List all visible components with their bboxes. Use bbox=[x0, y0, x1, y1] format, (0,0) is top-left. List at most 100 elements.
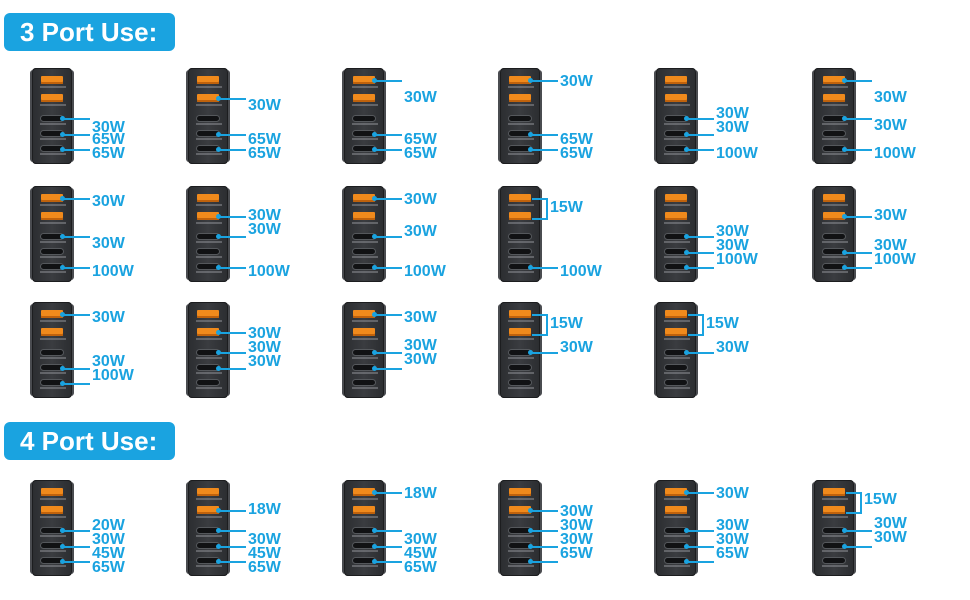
wattage-label: 15W bbox=[550, 315, 583, 332]
wattage-label: 65W bbox=[92, 559, 125, 576]
port-usb-c2 bbox=[41, 365, 63, 370]
wattage-label: 30W bbox=[716, 485, 749, 502]
connector-line bbox=[62, 267, 90, 269]
wattage-label: 65W bbox=[404, 131, 437, 148]
connector-dot bbox=[684, 559, 689, 564]
port-label-mark bbox=[352, 357, 378, 359]
connector-line bbox=[374, 352, 402, 354]
port-label-mark bbox=[822, 565, 848, 567]
port-label-mark bbox=[40, 372, 66, 374]
port-label-mark bbox=[664, 565, 690, 567]
port-usb-c3 bbox=[353, 234, 375, 239]
port-usb-c2 bbox=[197, 249, 219, 254]
connector-dot bbox=[372, 196, 377, 201]
wattage-label: 65W bbox=[248, 559, 281, 576]
port-usb-c3 bbox=[353, 528, 375, 533]
connector-dot bbox=[372, 312, 377, 317]
connector-dot bbox=[216, 96, 221, 101]
port-label-mark bbox=[196, 222, 222, 224]
port-label-mark bbox=[664, 535, 690, 537]
port-usb-c3 bbox=[41, 116, 63, 121]
connector-dot bbox=[60, 132, 65, 137]
connector-dot bbox=[216, 528, 221, 533]
connector-dot bbox=[216, 265, 221, 270]
wattage-label: 65W bbox=[248, 131, 281, 148]
connector-line bbox=[218, 267, 246, 269]
connector-line bbox=[686, 546, 714, 548]
port-label-mark bbox=[40, 387, 66, 389]
connector-line bbox=[686, 352, 714, 354]
wattage-label: 30W bbox=[248, 325, 281, 342]
port-label-mark bbox=[196, 204, 222, 206]
port-usb-a1 bbox=[197, 506, 219, 514]
port-label-mark bbox=[196, 387, 222, 389]
port-usb-c1 bbox=[41, 264, 63, 269]
port-label-mark bbox=[822, 550, 848, 552]
port-usb-a1 bbox=[41, 212, 63, 220]
port-label-mark bbox=[352, 271, 378, 273]
connector-line bbox=[374, 149, 402, 151]
wattage-label: 30W bbox=[560, 73, 593, 90]
port-usb-a2 bbox=[665, 310, 687, 318]
wattage-label: 20W bbox=[92, 517, 125, 534]
connector-line bbox=[530, 149, 558, 151]
connector-dot bbox=[60, 544, 65, 549]
port-usb-c3 bbox=[665, 528, 687, 533]
port-label-mark bbox=[40, 550, 66, 552]
wattage-label: 30W bbox=[716, 339, 749, 356]
three-port-charger-13 bbox=[186, 302, 230, 398]
port-label-mark bbox=[40, 241, 66, 243]
connector-dot bbox=[216, 147, 221, 152]
connector-line bbox=[374, 492, 402, 494]
connector-line bbox=[844, 252, 872, 254]
port-usb-a1 bbox=[509, 328, 531, 336]
port-usb-a2 bbox=[353, 488, 375, 496]
port-usb-c3 bbox=[509, 116, 531, 121]
connector-line bbox=[530, 267, 558, 269]
three-port-charger-0 bbox=[30, 68, 74, 164]
wattage-label: 30W bbox=[92, 119, 125, 136]
wattage-label: 30W bbox=[92, 235, 125, 252]
connector-line bbox=[374, 561, 402, 563]
wattage-label: 100W bbox=[248, 263, 290, 280]
connector-dot bbox=[528, 544, 533, 549]
port-usb-c2 bbox=[665, 365, 687, 370]
port-label-mark bbox=[352, 338, 378, 340]
connector-dot bbox=[60, 196, 65, 201]
port-usb-a2 bbox=[823, 76, 845, 84]
port-usb-c3 bbox=[665, 116, 687, 121]
port-usb-c2 bbox=[197, 131, 219, 136]
connector-dot bbox=[216, 508, 221, 513]
port-label-mark bbox=[822, 271, 848, 273]
wattage-label: 15W bbox=[550, 199, 583, 216]
connector-line bbox=[530, 352, 558, 354]
wattage-label: 30W bbox=[404, 191, 437, 208]
wattage-label: 30W bbox=[716, 119, 749, 136]
port-label-mark bbox=[664, 222, 690, 224]
port-usb-c1 bbox=[353, 558, 375, 563]
connector-line bbox=[62, 546, 90, 548]
wattage-label: 30W bbox=[92, 531, 125, 548]
port-label-mark bbox=[822, 86, 848, 88]
port-label-mark bbox=[508, 498, 534, 500]
connector-line bbox=[530, 510, 558, 512]
port-usb-c3 bbox=[197, 234, 219, 239]
wattage-label: 65W bbox=[560, 131, 593, 148]
port-label-mark bbox=[508, 256, 534, 258]
connector-line bbox=[62, 149, 90, 151]
port-label-mark bbox=[664, 498, 690, 500]
wattage-label: 65W bbox=[716, 545, 749, 562]
wattage-label: 30W bbox=[874, 237, 907, 254]
connector-line bbox=[686, 492, 714, 494]
wattage-label: 65W bbox=[404, 145, 437, 162]
port-usb-c3 bbox=[509, 350, 531, 355]
port-usb-c3 bbox=[197, 528, 219, 533]
port-usb-c2 bbox=[665, 131, 687, 136]
connector-dot bbox=[684, 265, 689, 270]
port-label-mark bbox=[508, 535, 534, 537]
port-label-mark bbox=[40, 338, 66, 340]
port-label-mark bbox=[352, 516, 378, 518]
port-label-mark bbox=[196, 338, 222, 340]
port-usb-c1 bbox=[41, 380, 63, 385]
port-usb-a2 bbox=[665, 488, 687, 496]
